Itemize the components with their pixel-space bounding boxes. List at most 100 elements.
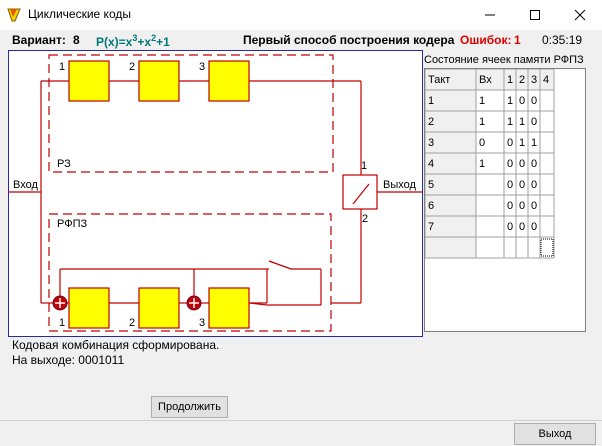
upper-cell-2-number: 2 — [129, 61, 135, 73]
table-cell: 1 — [531, 137, 537, 149]
table-header-cell: 4 — [543, 74, 549, 86]
upper-cell-1-number: 1 — [59, 61, 65, 73]
row-header-cell — [425, 216, 476, 237]
title-bar[interactable]: Циклические коды — [0, 0, 602, 30]
table-header-row — [425, 69, 554, 90]
table-cell: 7 — [428, 221, 434, 233]
row-header-cell — [425, 132, 476, 153]
row-header-cell — [425, 195, 476, 216]
table-cell: 1 — [507, 116, 513, 128]
lower-cell-3-number: 3 — [199, 317, 205, 329]
table-cell: 1 — [507, 95, 513, 107]
app-logo-icon — [6, 7, 22, 23]
table-cell: 0 — [507, 221, 513, 233]
switch-lever — [352, 183, 370, 205]
mode-label: Первый способ построения кодера — [243, 33, 455, 47]
maximize-button[interactable] — [512, 0, 557, 30]
close-button[interactable] — [557, 0, 602, 30]
lower-block-label: РФПЗ — [57, 218, 87, 230]
table-cell: 1 — [479, 95, 485, 107]
table-header-cell: 2 — [519, 74, 525, 86]
table-cell: 0 — [507, 179, 513, 191]
exit-button[interactable]: Выход — [514, 423, 596, 445]
upper-cell-1 — [68, 60, 110, 102]
errors-value: 1 — [514, 33, 521, 47]
table-header-cell: 3 — [531, 74, 537, 86]
lower-register-outline — [48, 213, 332, 332]
table-cell: 1 — [428, 95, 434, 107]
table-cell: 0 — [531, 116, 537, 128]
lower-cell-1-number: 1 — [59, 317, 65, 329]
input-label: Вход — [13, 179, 38, 191]
output-switch — [342, 174, 378, 210]
upper-cell-2 — [138, 60, 180, 102]
row-header-cell — [425, 237, 476, 258]
switch-position-1: 1 — [361, 160, 367, 172]
continue-button[interactable]: Продолжить — [151, 396, 228, 418]
table-cell: 3 — [428, 137, 434, 149]
minimize-button[interactable] — [467, 0, 512, 30]
table-cell: 1 — [479, 158, 485, 170]
upper-cell-3 — [208, 60, 250, 102]
table-cell: 0 — [531, 95, 537, 107]
upper-register-outline — [48, 54, 334, 173]
table-cell: 0 — [519, 200, 525, 212]
wires — [9, 80, 422, 306]
table-cell: 0 — [531, 158, 537, 170]
upper-cell-3-number: 3 — [199, 61, 205, 73]
maximize-icon — [529, 10, 540, 20]
table-cell: 0 — [519, 95, 525, 107]
table-cell: 0 — [519, 179, 525, 191]
errors-label: Ошибок: — [460, 33, 512, 47]
upper-block-label: РЗ — [57, 158, 71, 170]
lower-cell-2-number: 2 — [129, 317, 135, 329]
focused-cell[interactable] — [540, 238, 554, 257]
lower-cell-2 — [138, 287, 180, 329]
lower-cell-1 — [68, 287, 110, 329]
table-cell: 0 — [507, 200, 513, 212]
table-cell: 0 — [531, 179, 537, 191]
table-cell: 2 — [428, 116, 434, 128]
window-title: Циклические коды — [28, 7, 131, 21]
close-icon — [574, 9, 585, 21]
table-cell: 0 — [507, 158, 513, 170]
memory-table-caption: Состояние ячеек памяти РФПЗ — [424, 54, 584, 66]
minimize-icon — [484, 14, 495, 16]
table-header-cell: Такт — [428, 74, 450, 86]
table-cell: 6 — [428, 200, 434, 212]
table-cell: 0 — [507, 137, 513, 149]
bottom-divider — [0, 420, 602, 421]
table-cell: 0 — [531, 200, 537, 212]
variant-value: 8 — [73, 33, 80, 47]
switch-position-2: 2 — [362, 213, 368, 225]
table-cell: 0 — [479, 137, 485, 149]
table-header-cell: Вх — [479, 74, 492, 86]
table-cell: 4 — [428, 158, 434, 170]
output-result: На выходе: 0001011 — [12, 353, 125, 367]
table-header-cell: 1 — [507, 74, 513, 86]
xor-adder-2-icon — [186, 295, 202, 311]
lower-cell-3 — [208, 287, 250, 329]
output-label: Выход — [383, 179, 416, 191]
variant-label: Вариант: — [12, 33, 66, 47]
table-cell: 1 — [479, 116, 485, 128]
table-cell: 0 — [531, 221, 537, 233]
status-message: Кодовая комбинация сформирована. — [12, 338, 220, 352]
table-cell: 5 — [428, 179, 434, 191]
table-cell: 1 — [519, 116, 525, 128]
encoder-diagram: Вход Выход РЗ РФПЗ 1 2 1 2 3 1 2 3 — [8, 50, 423, 337]
polynomial: P(x)=x3+x2+1 — [96, 33, 170, 49]
clock: 0:35:19 — [542, 33, 583, 47]
info-bar: Вариант: 8 P(x)=x3+x2+1 Первый способ по… — [0, 30, 602, 50]
xor-adder-1-icon — [52, 295, 68, 311]
table-cell: 0 — [519, 221, 525, 233]
encoder-schematic: Вход Выход РЗ РФПЗ 1 2 1 2 3 1 2 3 — [9, 54, 422, 332]
row-header-cell — [425, 153, 476, 174]
table-cell: 1 — [519, 137, 525, 149]
table-cell: 0 — [519, 158, 525, 170]
row-header-cell — [425, 111, 476, 132]
row-header-cell — [425, 90, 476, 111]
